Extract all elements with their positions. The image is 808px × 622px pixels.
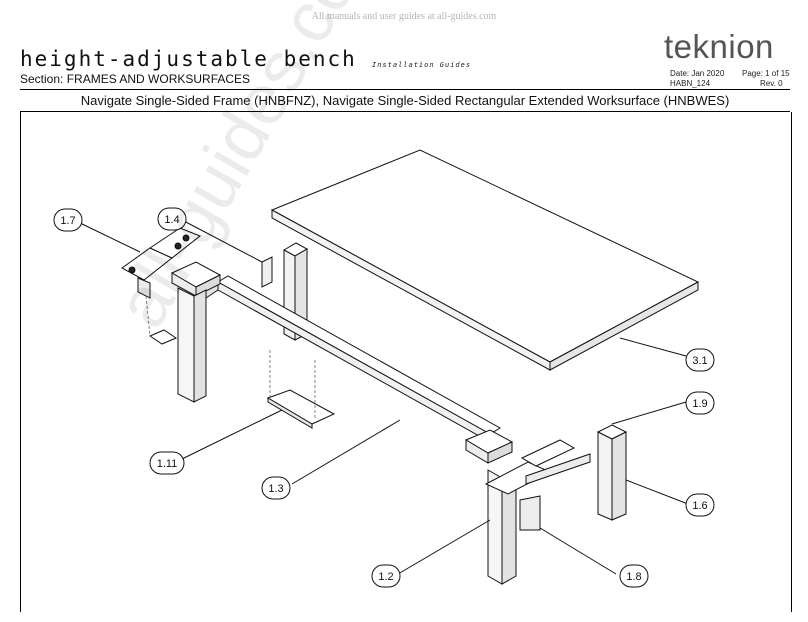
callout-1-11: 1.11 xyxy=(157,458,178,470)
callout-1-9: 1.9 xyxy=(692,398,707,410)
worksurface xyxy=(270,149,700,371)
pad-1-11 xyxy=(266,389,336,429)
doc-id-label: HABN_124 xyxy=(670,79,711,88)
drawing-frame xyxy=(20,112,792,612)
small-foot xyxy=(148,329,178,345)
callout-1-8-balloon xyxy=(619,564,649,588)
front-left-leg xyxy=(170,261,222,403)
front-right-leg xyxy=(464,429,517,585)
date-label: Date: Jan 2020 xyxy=(670,69,725,78)
callout-1-9-balloon xyxy=(685,391,715,415)
callout-3-1: 3.1 xyxy=(692,355,707,367)
watermark-top: All manuals and user guides at all-guide… xyxy=(311,11,497,22)
header-divider xyxy=(20,89,790,90)
section-label: Section: FRAMES AND WORKSURFACES xyxy=(20,72,251,86)
bracket-1-4 xyxy=(261,256,273,288)
callout-1-6: 1.6 xyxy=(692,500,707,512)
callout-1-4: 1.4 xyxy=(164,214,179,226)
callout-1-3-balloon xyxy=(261,476,291,500)
banner-title: Navigate Single-Sided Frame (HNBFNZ), Na… xyxy=(80,93,730,108)
teknion-logo: teknion xyxy=(664,28,774,65)
callout-1-2-balloon xyxy=(371,564,401,588)
rear-right-leg xyxy=(596,424,628,521)
revision-label: Rev. 0 xyxy=(760,79,783,88)
callout-1-8: 1.8 xyxy=(626,571,641,583)
callout-1-2: 1.2 xyxy=(378,571,393,583)
page-label: Page: 1 of 15 xyxy=(742,69,790,78)
callout-1-7: 1.7 xyxy=(60,215,75,227)
callout-1-3: 1.3 xyxy=(268,483,283,495)
document-subtitle: Installation Guides xyxy=(372,61,472,69)
bracket-right xyxy=(484,439,591,531)
banner-divider xyxy=(20,111,790,112)
callout-1-7-balloon xyxy=(53,208,83,232)
callout-1-4-balloon xyxy=(157,207,187,231)
document-title: height-adjustable bench xyxy=(20,47,357,71)
callout-3-1-balloon xyxy=(685,348,715,372)
callout-1-11-balloon xyxy=(149,451,185,475)
bracket-left xyxy=(121,227,201,299)
callout-1-6-balloon xyxy=(685,493,715,517)
